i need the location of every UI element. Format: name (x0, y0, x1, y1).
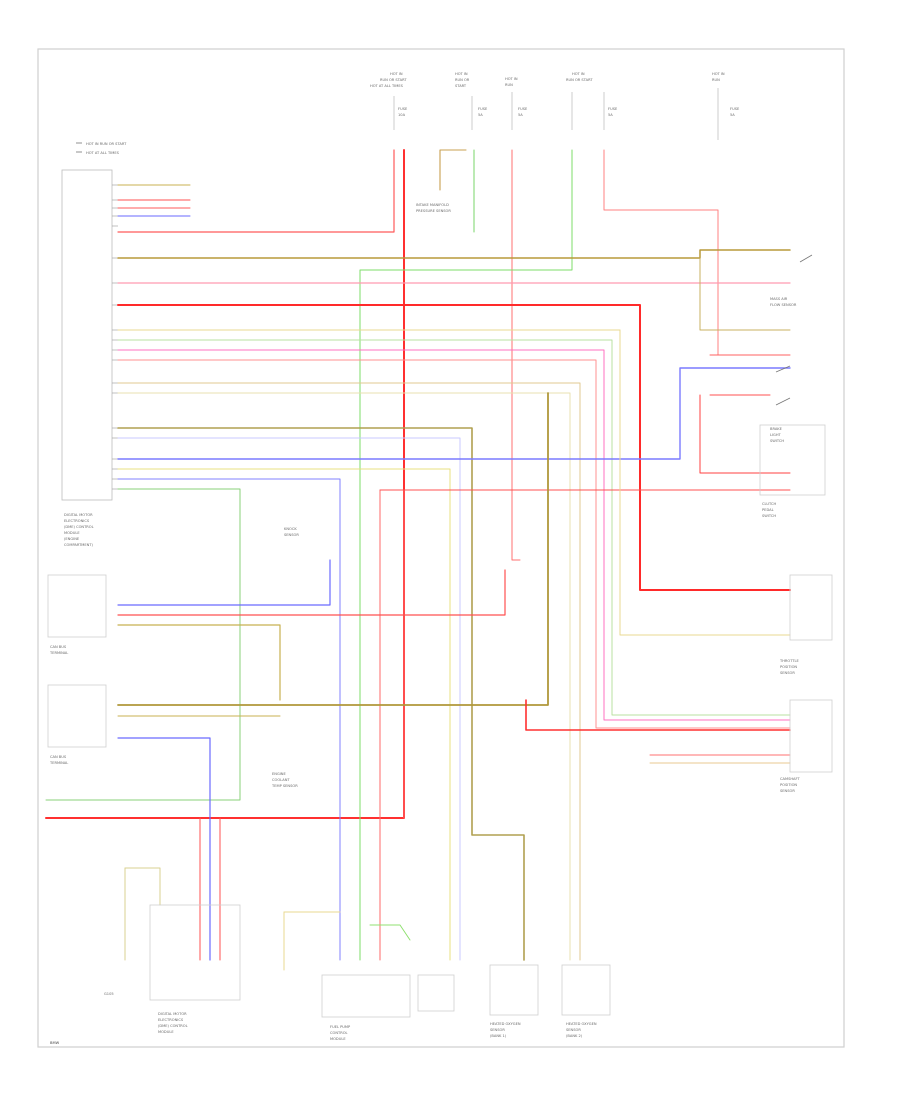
ground-point: G105 (104, 992, 114, 996)
dme-label-1: DIGITAL MOTOR (64, 513, 93, 517)
fuse3-line2: RUN (505, 83, 513, 87)
fpcm-label-3: MODULE (330, 1037, 346, 1041)
intake-manifold-sensor: INTAKE MANIFOLD PRESSURE SENSOR (416, 203, 451, 213)
fuse5-fuse: FUSE (730, 107, 740, 111)
ho2s2-label-3: (BANK 2) (566, 1034, 583, 1038)
dmeb-label-4: MODULE (158, 1030, 174, 1034)
fuse2-line2: RUN OR (455, 78, 470, 82)
heated-oxygen-sensor-1: HEATED OXYGEN SENSOR (BANK 1) (489, 964, 539, 1038)
can1-label-1: CAN BUS (50, 645, 67, 649)
heated-oxygen-sensor-2: HEATED OXYGEN SENSOR (BANK 2) (561, 964, 611, 1038)
can2-label-1: CAN BUS (50, 755, 67, 759)
legend-hot-run: HOT IN RUN OR START (86, 142, 127, 146)
dme-label-5: (ENGINE (64, 537, 80, 541)
clutch-label-2: PEDAL (762, 508, 774, 512)
legend: HOT IN RUN OR START HOT AT ALL TIMES (76, 142, 127, 155)
ho2s1-label-2: SENSOR (490, 1028, 505, 1032)
ho2s1-label-1: HEATED OXYGEN (490, 1022, 521, 1026)
fuse1-line1: HOT IN (390, 72, 403, 76)
dme-label-6: COMPARTMENT) (64, 543, 94, 547)
dme-connector-bottom: DIGITAL MOTOR ELECTRONICS (DME) CONTROL … (149, 904, 241, 1034)
fuse-block-2: HOT IN RUN OR START FUSE 5A (455, 72, 488, 130)
mass-air-flow-sensor: MASS AIR FLOW SENSOR (770, 254, 813, 307)
clutch-label-3: SWITCH (762, 514, 776, 518)
throttle-label-1: THROTTLE (779, 659, 800, 663)
dme-label-4: MODULE (64, 531, 80, 535)
engine-coolant-temp-sensor: ENGINE COOLANT TEMP SENSOR (271, 772, 298, 788)
brake-label-3: SWITCH (770, 439, 784, 443)
fuse1-line2: RUN OR START (380, 78, 407, 82)
cam-label-1: CAMSHAFT (780, 777, 801, 781)
ho2s2-label-1: HEATED OXYGEN (566, 1022, 597, 1026)
fpcm-label-2: CONTROL (330, 1031, 348, 1035)
small-relay (417, 974, 455, 1012)
fpcm-label-1: FUEL PUMP (330, 1025, 351, 1029)
clutch-label-1: CLUTCH (762, 502, 776, 506)
dme-pins (112, 184, 118, 490)
can-bus-terminal-2: CAN BUS TERMINAL (47, 684, 107, 765)
cam-label-2: POSITION (780, 783, 797, 787)
ho2s1-label-3: (BANK 1) (490, 1034, 507, 1038)
can2-label-2: TERMINAL (49, 761, 68, 765)
throttle-label-3: SENSOR (780, 671, 795, 675)
imp-label-2: PRESSURE SENSOR (416, 209, 451, 213)
fuse1-amp: 10A (398, 113, 406, 117)
cam-label-3: SENSOR (780, 789, 795, 793)
fuse2-line3: START (455, 84, 467, 88)
ect-label-1: ENGINE (272, 772, 286, 776)
knock-label-1: KNOCK (284, 527, 297, 531)
footer-brand: BMW (50, 1041, 60, 1045)
fuse4-amp: 5A (608, 113, 613, 117)
fuse5-line1: HOT IN (712, 72, 725, 76)
wires (45, 149, 791, 971)
can-bus-terminal-1: CAN BUS TERMINAL (47, 574, 107, 655)
ground-label: G105 (104, 992, 114, 996)
fuse4-fuse: FUSE (608, 107, 618, 111)
fuse3-amp: 5A (518, 113, 523, 117)
dmeb-label-3: (DME) CONTROL (158, 1024, 188, 1028)
fuse5-amp: 5A (730, 113, 735, 117)
fuse-block-1: HOT IN RUN OR START HOT AT ALL TIMES FUS… (370, 72, 408, 130)
fuse5-line2: RUN (712, 78, 720, 82)
brake-label-1: BRAKE (770, 427, 783, 431)
fuse2-fuse: FUSE (478, 107, 488, 111)
fuse-block-5: HOT IN RUN FUSE 5A (712, 72, 740, 140)
fuse4-line2: RUN OR START (566, 78, 593, 82)
fuse1-line3: HOT AT ALL TIMES (370, 84, 404, 88)
ho2s2-label-2: SENSOR (566, 1028, 581, 1032)
fuse-block-4: HOT IN RUN OR START FUSE 5A (566, 72, 618, 130)
knock-label-2: SENSOR (284, 533, 299, 537)
ect-label-3: TEMP SENSOR (271, 784, 298, 788)
legend-hot-all: HOT AT ALL TIMES (86, 151, 120, 155)
fuse2-amp: 5A (478, 113, 483, 117)
throttle-position-sensor: THROTTLE POSITION SENSOR (779, 574, 833, 675)
fuse3-line1: HOT IN (505, 77, 518, 81)
ect-label-2: COOLANT (272, 778, 290, 782)
dmeb-label-2: ELECTRONICS (158, 1018, 184, 1022)
dme-label-2: ELECTRONICS (64, 519, 90, 523)
diagram-border (37, 48, 845, 1048)
fuse4-line1: HOT IN (572, 72, 585, 76)
dme-module: DIGITAL MOTOR ELECTRONICS (DME) CONTROL … (61, 169, 113, 547)
maf-label-2: FLOW SENSOR (770, 303, 797, 307)
imp-label-1: INTAKE MANIFOLD (416, 203, 449, 207)
fuse-block-3: HOT IN RUN FUSE 5A (505, 77, 528, 130)
knock-sensor: KNOCK SENSOR (284, 527, 299, 537)
can1-label-2: TERMINAL (49, 651, 68, 655)
fuel-pump-control-module: FUEL PUMP CONTROL MODULE (321, 974, 411, 1041)
brake-label-2: LIGHT (770, 433, 782, 437)
fuse2-line1: HOT IN (455, 72, 468, 76)
dme-label-3: (DME) CONTROL (64, 525, 94, 529)
fuse1-fuse: FUSE (398, 107, 408, 111)
fuse3-fuse: FUSE (518, 107, 528, 111)
brake-light-switch: BRAKE LIGHT SWITCH (759, 397, 826, 496)
dmeb-label-1: DIGITAL MOTOR (158, 1012, 187, 1016)
camshaft-position-sensor: CAMSHAFT POSITION SENSOR (780, 699, 833, 793)
clutch-pedal-switch: CLUTCH PEDAL SWITCH (762, 365, 791, 518)
throttle-label-2: POSITION (780, 665, 797, 669)
maf-label-1: MASS AIR (770, 297, 788, 301)
